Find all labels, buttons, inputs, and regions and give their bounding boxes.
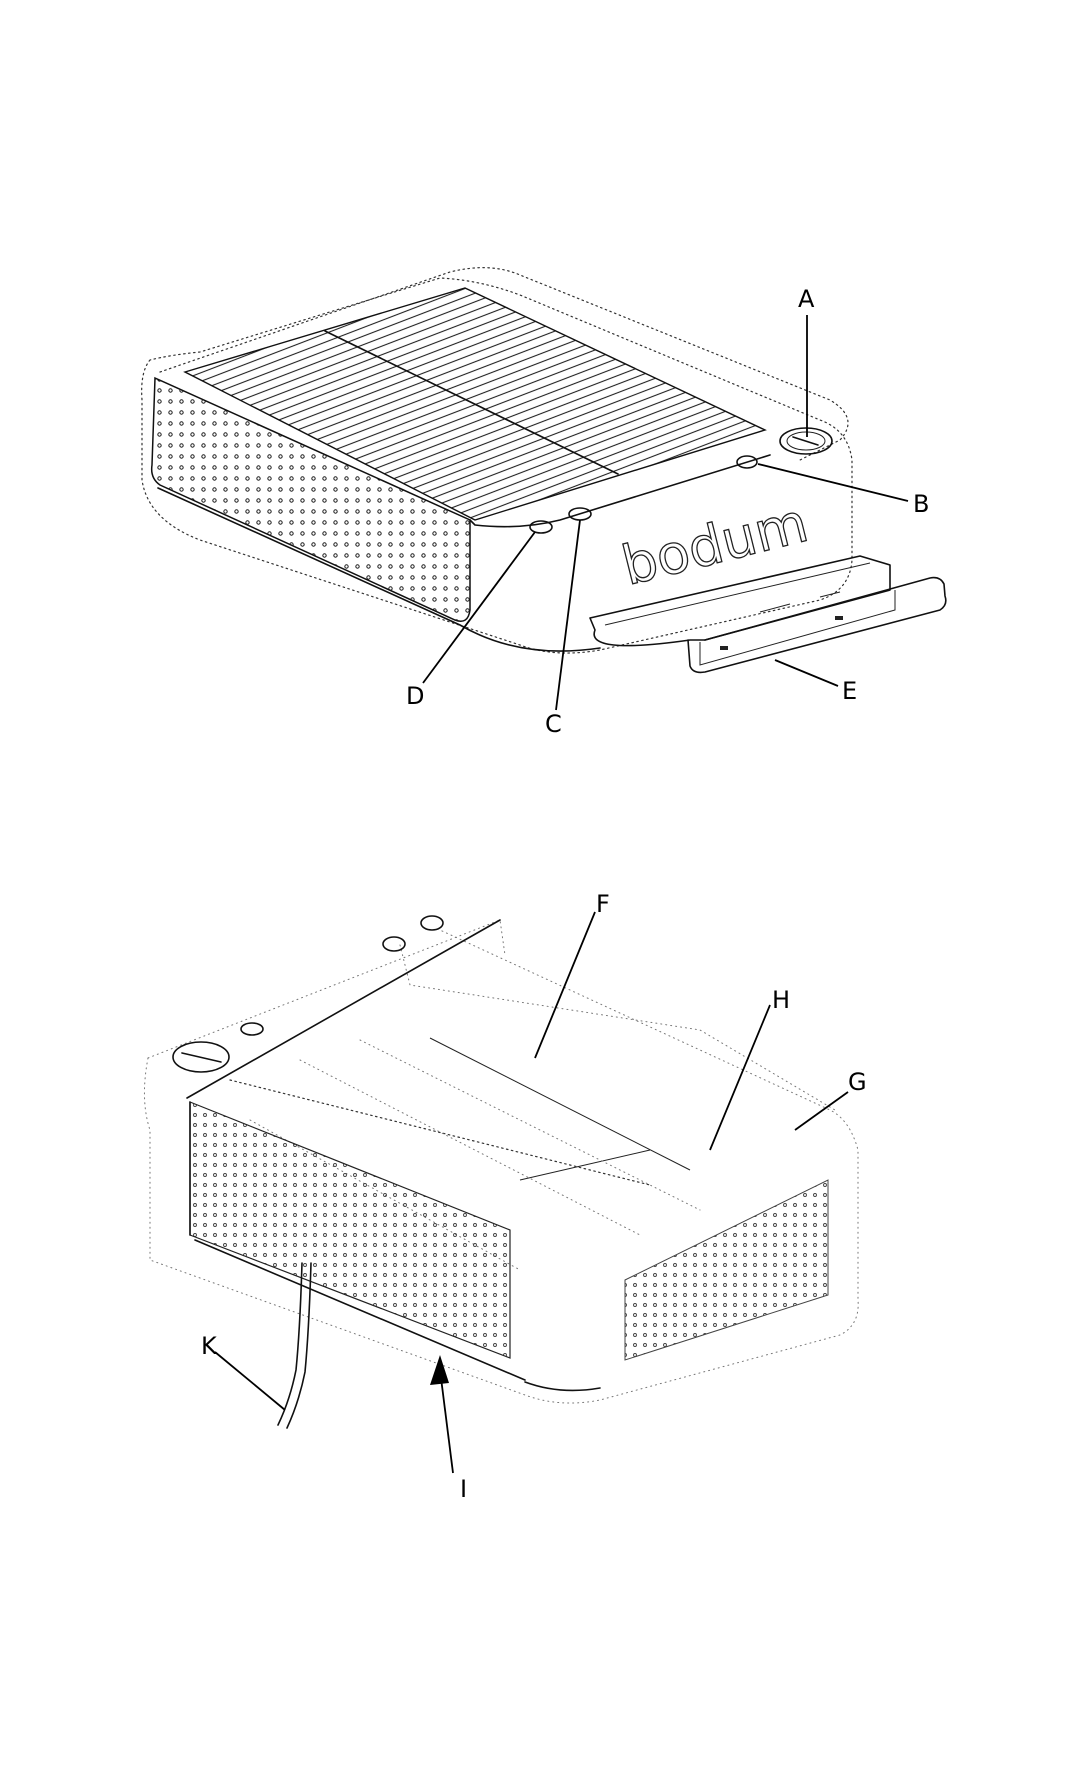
crumb-tray — [589, 555, 947, 674]
toaster-body-outline — [141, 277, 853, 654]
right-face-edge — [469, 454, 771, 528]
leader-i — [439, 1369, 454, 1474]
right-perforated-panel — [624, 1179, 829, 1361]
base-edge — [157, 487, 601, 652]
leader-e — [774, 659, 839, 687]
leader-d — [422, 531, 536, 684]
grille-divider — [324, 330, 619, 475]
callout-label-i: I — [460, 1475, 467, 1503]
button-b — [736, 455, 758, 469]
leader-k — [214, 1351, 286, 1411]
callout-leaders-bottom — [214, 911, 849, 1474]
leader-c — [555, 519, 581, 711]
brand-logo-text: bodum — [616, 491, 814, 598]
callout-label-g: G — [848, 1068, 867, 1096]
callout-label-f: F — [596, 890, 610, 918]
rear-button-2 — [420, 915, 444, 931]
top-rim-edge — [186, 919, 501, 1099]
callout-label-e: E — [842, 677, 857, 705]
leader-h — [709, 1004, 771, 1151]
button-d — [529, 520, 553, 534]
left-perforated-panel — [189, 1101, 511, 1359]
callout-label-b: B — [913, 490, 929, 518]
toaster-bottom-view — [143, 915, 859, 1429]
leader-g — [794, 1091, 849, 1131]
underside-rail — [429, 1037, 691, 1171]
callout-label-a: A — [798, 285, 815, 313]
callout-label-c: C — [545, 710, 562, 738]
callout-label-h: H — [772, 986, 790, 1014]
callout-label-d: D — [406, 682, 424, 710]
power-cord — [277, 1262, 303, 1426]
arrowhead-i — [430, 1355, 449, 1385]
callout-leaders-top — [422, 315, 909, 711]
control-knob — [779, 427, 833, 455]
toaster-top-view: bodum — [141, 267, 947, 674]
rear-button-1 — [382, 936, 406, 952]
callout-label-k: K — [201, 1332, 218, 1360]
leader-b — [757, 463, 909, 502]
rear-button — [240, 1022, 264, 1036]
leader-f — [534, 911, 596, 1059]
front-perforated-panel — [150, 376, 471, 622]
rear-knob — [172, 1041, 230, 1073]
